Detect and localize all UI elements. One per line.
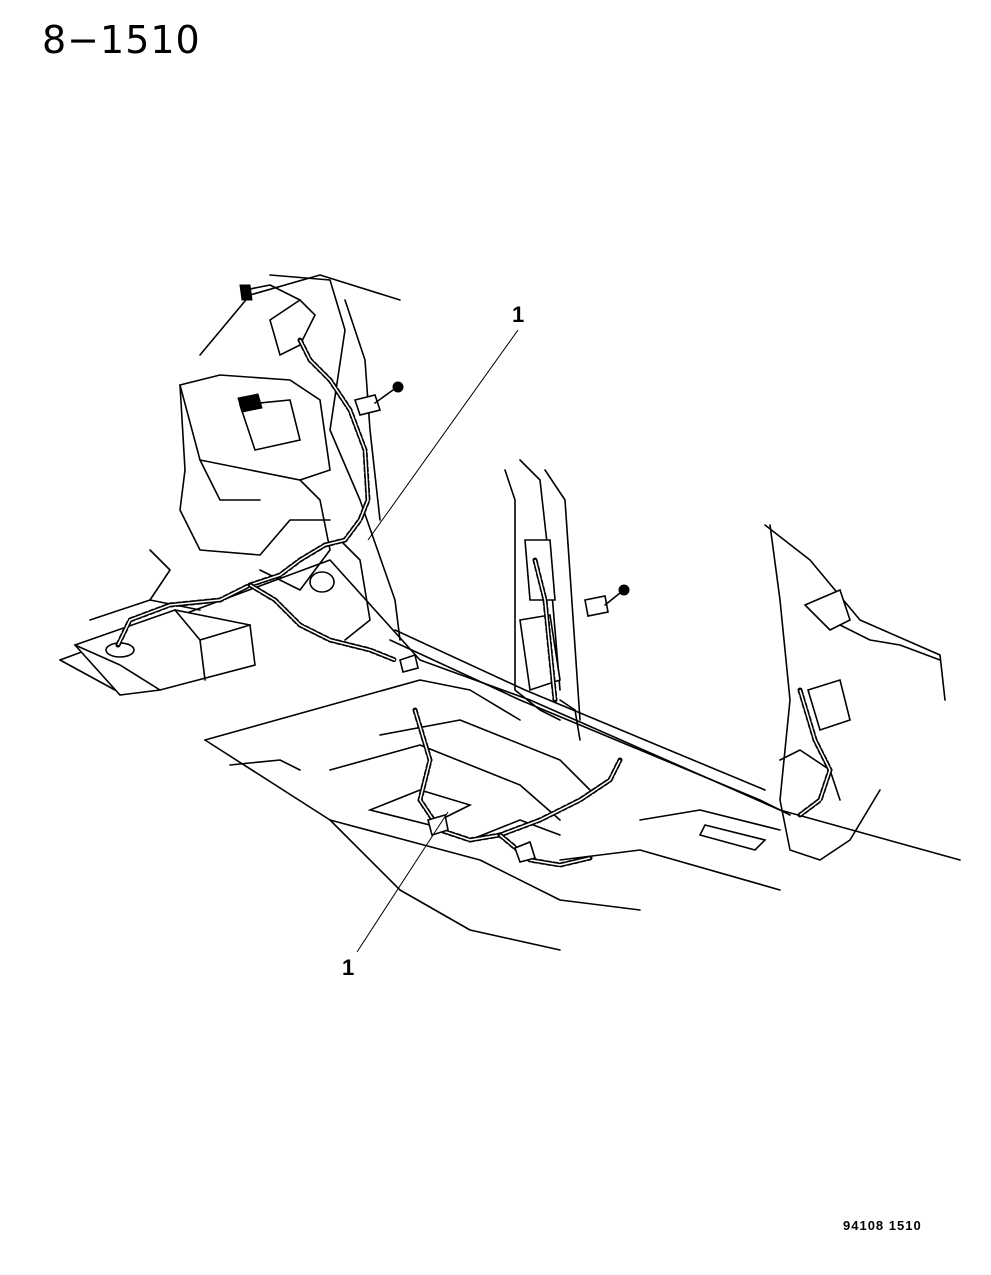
callout-label: 1 xyxy=(342,955,354,980)
callout-1-upper: 1 xyxy=(367,302,524,541)
fasteners xyxy=(239,284,630,863)
sill-trim xyxy=(389,629,791,816)
body-wiring-harness xyxy=(115,337,833,868)
callout-1-lower: 1 xyxy=(342,811,449,980)
figure-code: 94108 1510 xyxy=(843,1218,922,1233)
front-door-pillar xyxy=(698,524,946,861)
callout-label: 1 xyxy=(512,302,524,327)
page-number: 8−1510 xyxy=(42,18,201,62)
rear-quarter-panel xyxy=(179,274,401,641)
rear-floor-hump xyxy=(73,609,256,696)
